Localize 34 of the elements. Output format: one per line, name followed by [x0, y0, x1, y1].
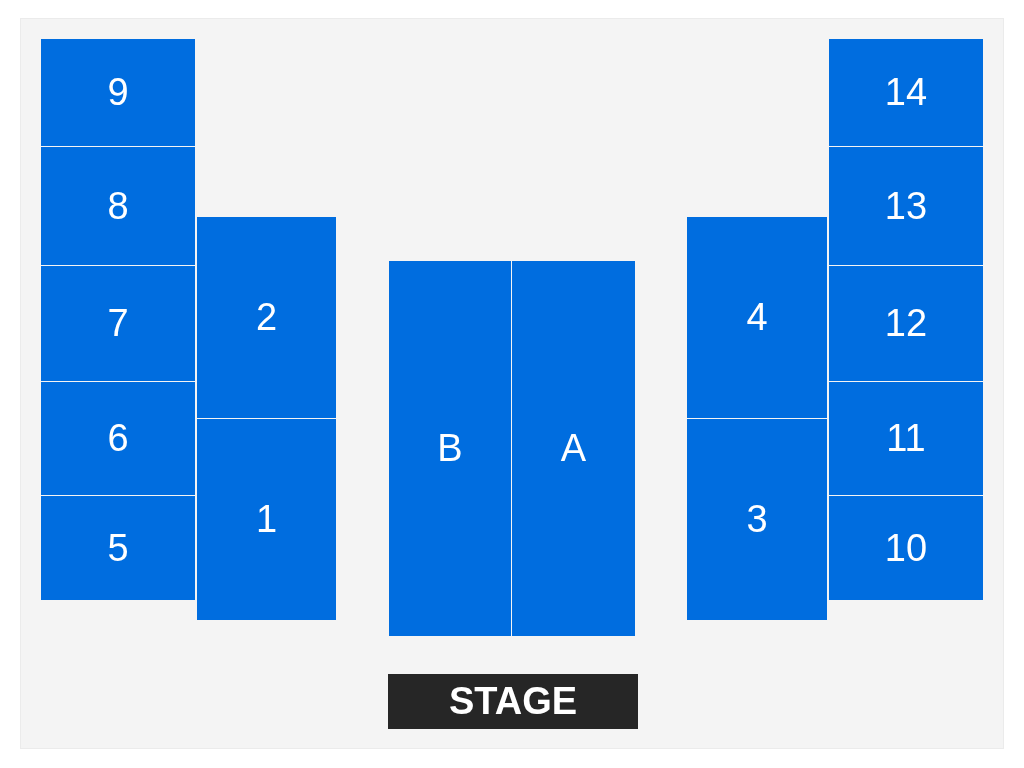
- seating-section: [829, 266, 983, 381]
- section-label: 5: [107, 526, 129, 570]
- seating-section: [41, 147, 195, 265]
- section-label: 4: [746, 296, 768, 339]
- seating-section: [829, 39, 983, 146]
- section-label: 13: [884, 184, 928, 228]
- seating-section: [41, 39, 195, 146]
- stage-label: STAGE: [448, 680, 578, 723]
- seating-section: [389, 261, 511, 636]
- seating-section: [41, 496, 195, 600]
- section-label: 11: [886, 417, 926, 460]
- seating-section: [512, 261, 635, 636]
- section-label: 6: [107, 417, 129, 460]
- seating-section: [41, 266, 195, 381]
- stage-block: [388, 674, 638, 729]
- section-label: 9: [107, 71, 129, 114]
- seating-section: [687, 419, 827, 620]
- section-label: 7: [107, 302, 129, 345]
- seating-section: [197, 419, 336, 620]
- section-label: B: [437, 427, 463, 470]
- section-label: 8: [107, 184, 129, 228]
- section-label: 14: [884, 71, 928, 114]
- seating-section: [197, 217, 336, 418]
- seating-section: [829, 382, 983, 495]
- seating-section: [829, 496, 983, 600]
- seating-section: [687, 217, 827, 418]
- seating-section: [41, 382, 195, 495]
- section-label: 10: [884, 526, 928, 570]
- seating-section: [829, 147, 983, 265]
- section-label: 12: [884, 302, 928, 345]
- section-label: 2: [255, 296, 278, 339]
- section-label: A: [560, 427, 587, 470]
- section-label: 3: [746, 498, 768, 541]
- section-label: 1: [255, 498, 278, 541]
